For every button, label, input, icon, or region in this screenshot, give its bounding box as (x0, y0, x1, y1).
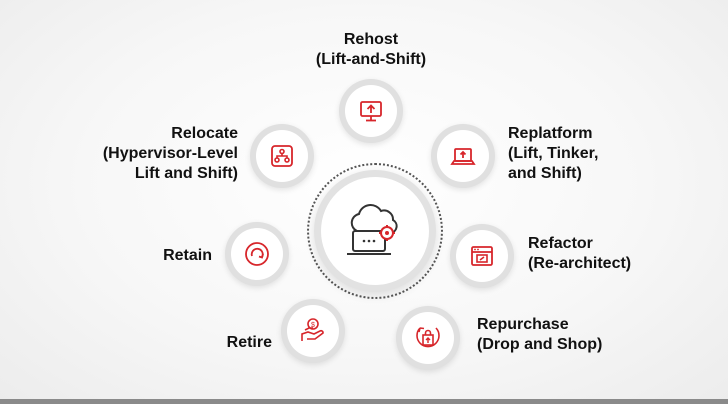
circular-arrow-icon (245, 242, 269, 266)
repurchase-node (402, 312, 454, 364)
bottom-bar (0, 399, 728, 404)
rehost-label: Rehost (Lift-and-Shift) (315, 31, 427, 68)
hand-coin-icon: $ (301, 318, 324, 341)
shopping-bag-cycle-icon (416, 327, 440, 348)
browser-code-icon (471, 246, 493, 266)
retain-node (231, 228, 283, 280)
hierarchy-network-icon (271, 145, 293, 167)
rehost-node (345, 85, 397, 137)
retain-label: Retain (163, 247, 212, 264)
cloud-laptop-gear-icon (347, 204, 398, 255)
repurchase-label: Repurchase (Drop and Shop) (477, 316, 603, 353)
retire-node: $ (287, 305, 339, 357)
dotted-ring (307, 163, 443, 299)
refactor-label: Refactor (Re-architect) (528, 235, 632, 272)
relocate-node (256, 130, 308, 182)
replatform-node (437, 130, 489, 182)
refactor-node (456, 230, 508, 282)
upload-monitor-icon (360, 101, 382, 122)
laptop-upload-icon (450, 148, 476, 165)
replatform-label: Replatform (Lift, Tinker, and Shift) (508, 125, 599, 182)
center-hub (321, 177, 429, 285)
relocate-label: Relocate (Hypervisor-Level Lift and Shif… (102, 125, 238, 182)
svg-text:$: $ (311, 322, 315, 329)
retire-label: Retire (226, 334, 272, 351)
